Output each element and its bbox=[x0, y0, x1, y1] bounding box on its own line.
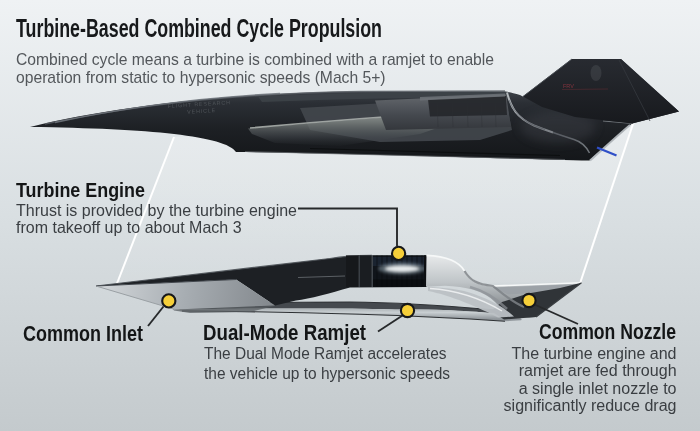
svg-text:FRV: FRV bbox=[563, 83, 574, 89]
